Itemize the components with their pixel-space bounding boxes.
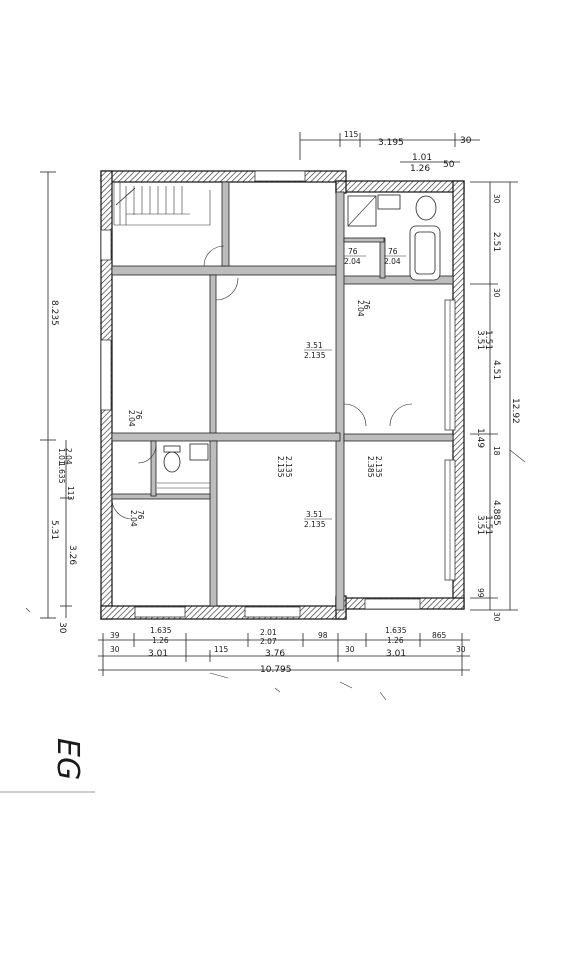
dim-bottom-c1: 2.01 — [260, 628, 277, 637]
bath-door-a-width: 76 — [348, 247, 358, 256]
dim-right-s6: 1.49 — [475, 428, 485, 448]
dim-left-total: 8.235 — [49, 300, 59, 326]
dim-right-s7: 18 — [492, 446, 501, 456]
dim-bottom-e1: 1.635 — [385, 626, 407, 635]
dim-left-door-c: 1.635 — [57, 462, 66, 484]
lower-door-height: 2.135 — [284, 456, 293, 478]
opening-labels: 76 2.04 76 2.04 76 2.04 3.51 2.135 76 2.… — [127, 247, 406, 529]
dim-left-lower: 5.31 — [49, 520, 59, 540]
right-door-width: 76 — [362, 300, 371, 310]
dim-right-s3: 3.51 — [475, 330, 485, 350]
lower-left-height: 2.04 — [129, 510, 138, 527]
dim-bottom2-b: 3.01 — [148, 649, 168, 659]
lower-left-width: 76 — [136, 510, 145, 520]
dim-right-s1: 2.51 — [491, 232, 501, 252]
dim-bottom2-a: 30 — [110, 645, 120, 654]
dim-right-s9: 3.51 — [475, 515, 485, 535]
dim-bottom-b1: 1.635 — [150, 626, 172, 635]
inner-walls — [111, 181, 454, 611]
dim-bottom-c2: 2.07 — [260, 637, 277, 646]
dim-right-s2: 30 — [492, 288, 501, 298]
lower-door-width: 2.135 — [276, 456, 285, 478]
lower-mid-height: 2.135 — [304, 520, 326, 529]
dim-left-bottom: 30 — [57, 622, 67, 634]
dim-right-s10: 1.51 — [483, 515, 493, 535]
dim-bottom2-g: 30 — [456, 645, 466, 654]
top-dimensions: 115 3.195 30 1.01 1.26 50 — [299, 130, 480, 174]
left-door-width: 76 — [134, 410, 143, 420]
door-swings — [111, 245, 413, 520]
lower-right-height: 2.135 — [374, 456, 383, 478]
dim-top-126: 1.26 — [410, 164, 430, 174]
right-door-height: 2.04 — [356, 300, 365, 317]
dim-top-50: 50 — [443, 160, 455, 170]
dim-left-lower-inner: 3.26 — [67, 545, 77, 565]
dim-bottom-e2: 1.26 — [387, 636, 404, 645]
lower-right-width: 2.385 — [366, 456, 375, 478]
dim-left-door-b: 2.04 — [64, 448, 73, 465]
bathroom-fixtures — [157, 194, 441, 489]
living-door-width: 3.51 — [306, 341, 323, 350]
dim-bottom-d: 98 — [318, 631, 328, 640]
dim-top-115: 115 — [344, 130, 359, 139]
dim-bottom2-d: 3.76 — [265, 649, 285, 659]
floor-label: EG — [50, 738, 85, 780]
dim-bottom-f: 865 — [432, 631, 447, 640]
dim-left-door-a: 1.01 — [57, 448, 66, 465]
dim-bottom2-f: 3.01 — [386, 649, 406, 659]
left-door-height: 2.04 — [127, 410, 136, 427]
dim-right-s8: 4.885 — [491, 500, 501, 526]
dim-right-top: 30 — [492, 194, 501, 204]
staircase — [113, 183, 211, 226]
dim-right-total: 12.92 — [510, 398, 520, 424]
dim-right-s11: 99 — [476, 588, 485, 598]
windows — [100, 170, 456, 618]
left-dimensions: 8.235 5.31 3.26 1.01 2.04 1.635 113 30 — [40, 171, 77, 634]
dim-top-30: 30 — [460, 136, 472, 146]
dim-bottom2-e: 30 — [345, 645, 355, 654]
bath-door-b-height: 2.04 — [384, 257, 401, 266]
lower-mid-width: 3.51 — [306, 510, 323, 519]
dim-bottom-b2: 1.26 — [152, 636, 169, 645]
living-door-height: 2.135 — [304, 351, 326, 360]
dim-left-door-d: 113 — [66, 486, 75, 501]
dim-bottom-total: 10.795 — [260, 665, 292, 675]
pencil-marks — [0, 449, 526, 793]
dim-bottom-a: 39 — [110, 631, 120, 640]
bath-door-b-width: 76 — [388, 247, 398, 256]
dim-right-s4: 1.51 — [483, 330, 493, 350]
bottom-dimensions: 39 1.635 1.26 2.01 2.07 98 1.635 1.26 86… — [98, 626, 470, 676]
dim-right-s5: 4.51 — [491, 360, 501, 380]
dim-top-101: 1.01 — [412, 153, 432, 163]
dim-bottom2-c: 115 — [214, 645, 229, 654]
dim-top-3195: 3.195 — [378, 138, 404, 148]
right-dimensions: 30 2.51 30 3.51 1.51 4.51 12.92 1.49 18 … — [470, 181, 520, 622]
dim-right-bottom: 30 — [492, 612, 501, 622]
outer-walls — [100, 170, 465, 620]
bath-door-a-height: 2.04 — [344, 257, 361, 266]
